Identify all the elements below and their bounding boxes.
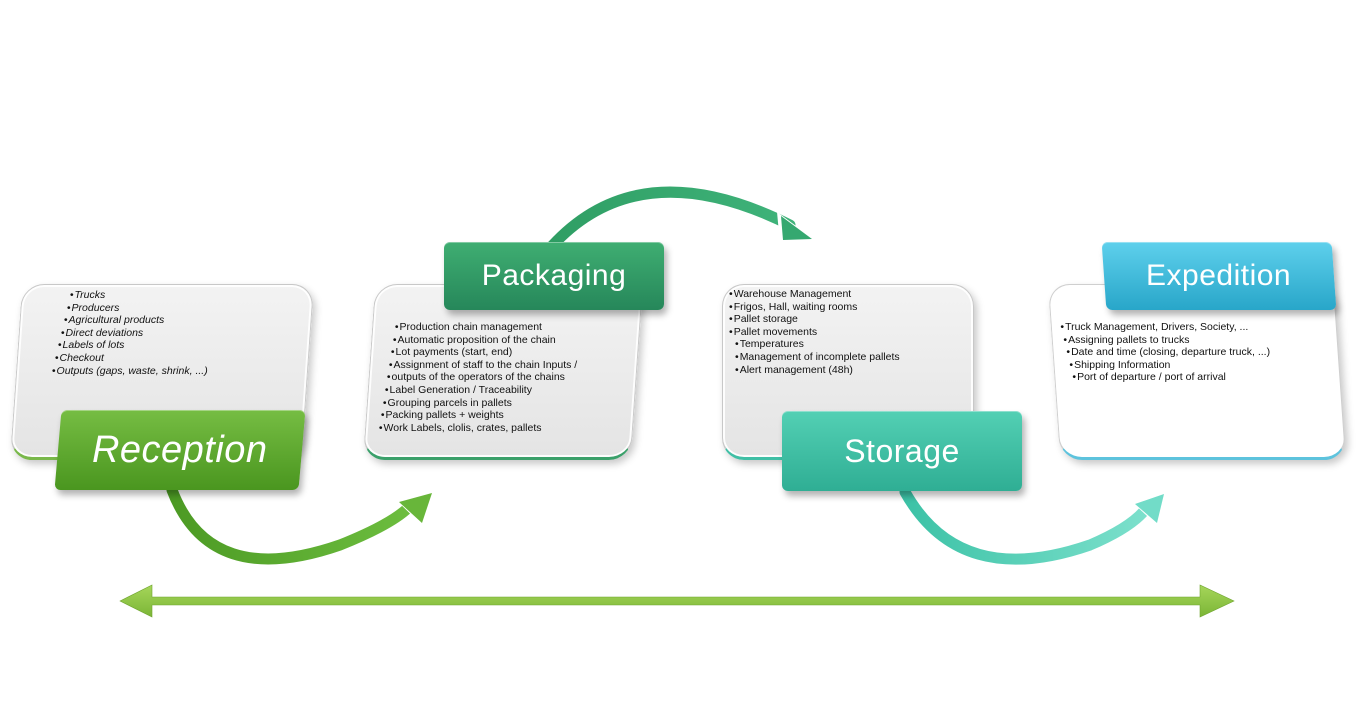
list-item: Outputs (gaps, waste, shrink, ...)	[52, 365, 310, 378]
list-item: Alert management (48h)	[735, 364, 973, 377]
list-item: Direct deviations	[61, 327, 310, 340]
expedition-stage-label: Expedition	[1101, 242, 1337, 310]
storage-stage-label: Storage	[782, 411, 1022, 491]
list-item: Packing pallets + weights	[381, 409, 637, 422]
list-item: Assigning pallets to trucks	[1063, 334, 1336, 347]
packaging-stage-label: Packaging	[444, 242, 664, 310]
packaging-item-list: Production chain management Automatic pr…	[381, 321, 637, 434]
expedition-title: Expedition	[1146, 259, 1292, 292]
list-item: Lot payments (start, end)	[391, 346, 637, 359]
list-item: Assignment of staff to the chain Inputs …	[389, 359, 637, 372]
packaging-title: Packaging	[481, 259, 627, 292]
list-item: Warehouse Management	[729, 288, 973, 301]
list-item: Date and time (closing, departure truck,…	[1066, 346, 1336, 359]
list-item: Truck Management, Drivers, Society, ...	[1060, 321, 1336, 334]
list-item: Labels of lots	[58, 339, 310, 352]
expedition-card: Truck Management, Drivers, Society, ... …	[1047, 284, 1347, 460]
list-item: Trucks	[70, 289, 310, 302]
list-item: Label Generation / Traceability	[385, 384, 637, 397]
list-item: Pallet storage	[729, 313, 973, 326]
reception-item-list: Trucks Producers Agricultural products D…	[50, 289, 310, 377]
list-item: Work Labels, clolis, crates, pallets	[379, 422, 637, 435]
expedition-item-list: Truck Management, Drivers, Society, ... …	[1060, 321, 1336, 384]
list-item: Pallet movements	[729, 326, 973, 339]
list-item: Producers	[67, 302, 310, 315]
list-item: Agricultural products	[64, 314, 310, 327]
storage-item-list: Warehouse Management Frigos, Hall, waiti…	[729, 288, 973, 376]
packaging-card: Production chain management Automatic pr…	[362, 284, 644, 460]
reception-title: Reception	[92, 428, 268, 471]
list-item: Port of departure / port of arrival	[1072, 371, 1336, 384]
storage-title: Storage	[844, 432, 960, 469]
reception-stage-label: Reception	[54, 410, 306, 490]
list-item: Production chain management	[395, 321, 637, 334]
arrow-reception-to-packaging	[164, 482, 437, 567]
list-item: outputs of the operators of the chains	[387, 371, 637, 384]
arrow-packaging-to-storage	[544, 184, 818, 254]
list-item: Checkout	[55, 352, 310, 365]
arrow-storage-to-expedition	[897, 484, 1169, 567]
list-item: Management of incomplete pallets	[735, 351, 973, 364]
list-item: Frigos, Hall, waiting rooms	[729, 301, 973, 314]
list-item: Grouping parcels in pallets	[383, 397, 637, 410]
list-item: Automatic proposition of the chain	[393, 334, 637, 347]
list-item: Shipping Information	[1069, 359, 1336, 372]
list-item: Temperatures	[735, 338, 973, 351]
